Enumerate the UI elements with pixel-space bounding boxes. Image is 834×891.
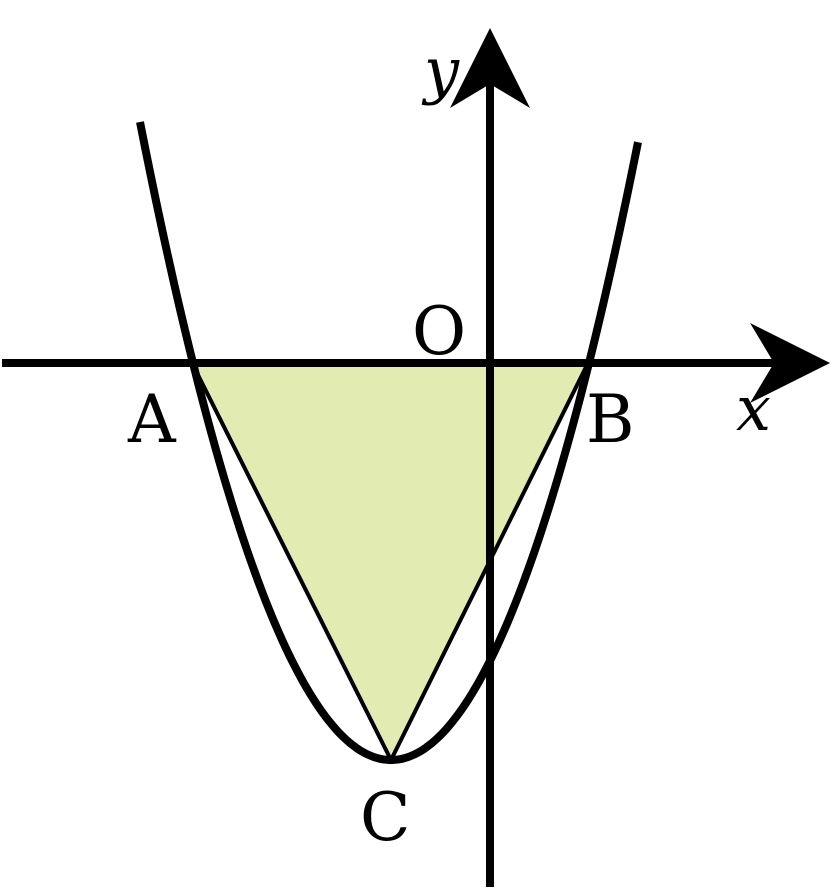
segment-ca — [190, 362, 393, 761]
origin-label: O — [412, 293, 466, 370]
x-axis-label: x — [736, 372, 771, 445]
point-a-label: A — [127, 381, 177, 458]
y-axis-label: y — [421, 34, 460, 107]
point-c-label: C — [360, 779, 411, 856]
parabola-curve — [136, 121, 642, 764]
point-b-label: B — [586, 381, 635, 458]
